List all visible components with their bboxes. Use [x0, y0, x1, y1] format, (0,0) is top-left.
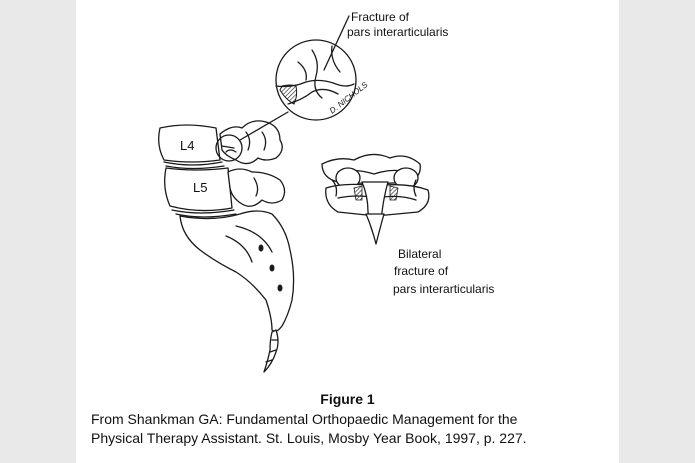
fracture-label-line1: Fracture of [351, 10, 410, 24]
l5-label: L5 [193, 180, 208, 195]
posterior-vertebra-drawing [321, 153, 430, 245]
magnification-leader [239, 111, 289, 141]
spine-illustration [158, 15, 430, 373]
fracture-label-line2: pars interarticularis [347, 25, 449, 39]
figure-page: D. NICHOLS Fracture of pars interarticul… [76, 0, 619, 463]
fracture-label-leader [323, 15, 350, 71]
l4-label: L4 [180, 138, 195, 153]
bilateral-label-line1: Bilateral [398, 247, 442, 261]
caption-line-1: From Shankman GA: Fundamental Orthopaedi… [91, 411, 518, 427]
figure-title: Figure 1 [320, 391, 375, 407]
bilateral-label-line2: fracture of [394, 264, 449, 278]
lateral-spine-drawing [158, 120, 295, 373]
bilateral-label-line3: pars interarticularis [393, 282, 495, 296]
magnified-pars-detail [275, 39, 357, 121]
caption-line-2: Physical Therapy Assistant. St. Louis, M… [91, 430, 527, 446]
